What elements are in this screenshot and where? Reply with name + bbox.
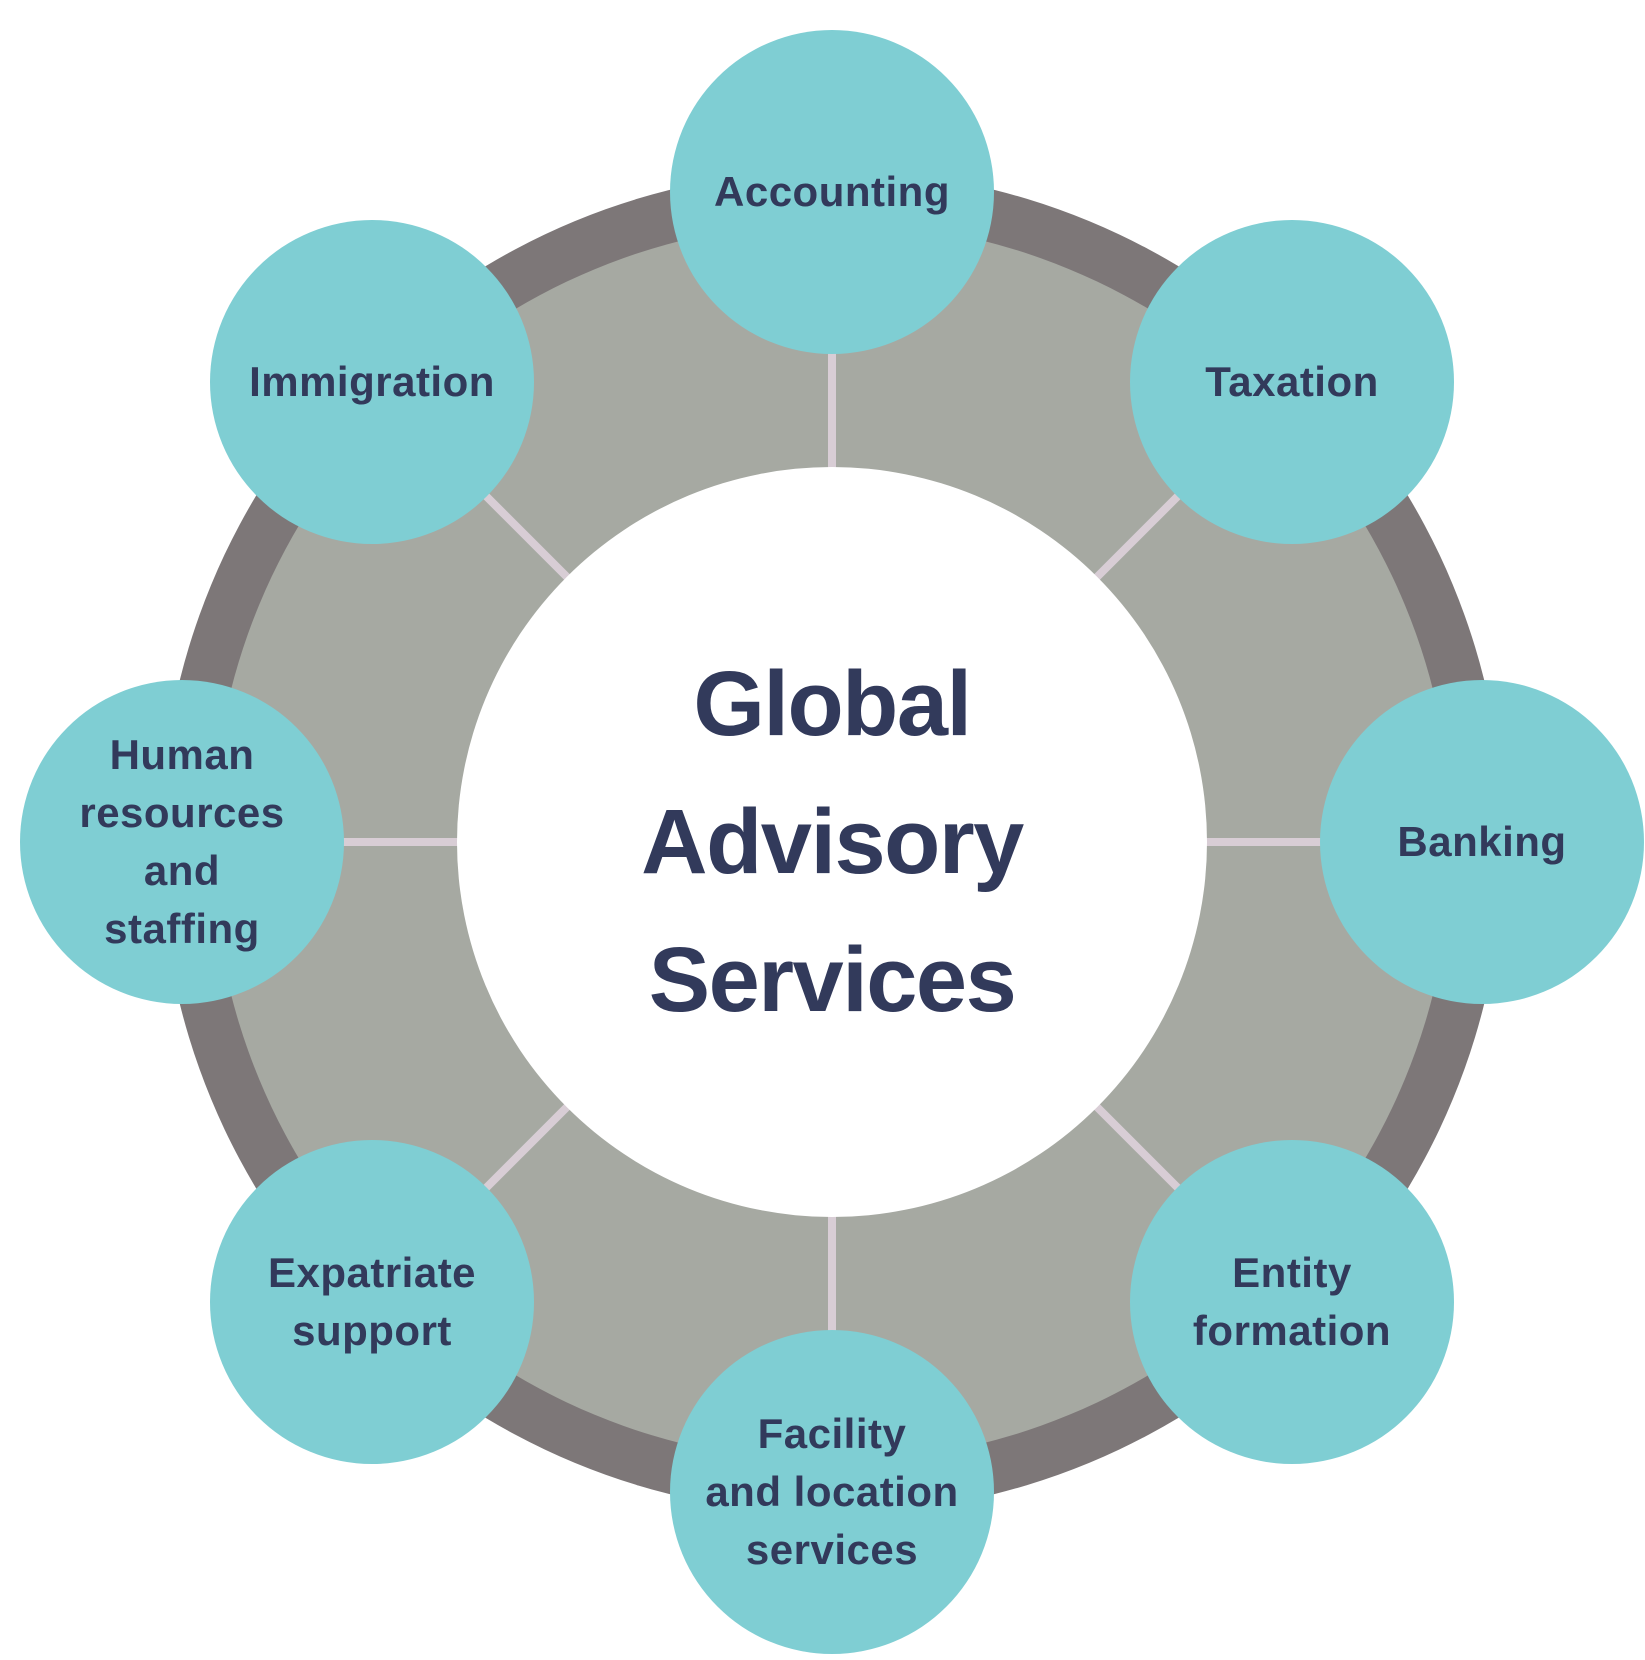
service-label-immigration: Immigration <box>249 358 495 406</box>
service-label-human-resources-and-staffing: Human resources and staffing <box>79 731 285 952</box>
service-circle-accounting: Accounting <box>670 30 994 354</box>
hub-title: Global Advisory Services <box>641 653 1024 1031</box>
service-circle-human-resources-and-staffing: Human resources and staffing <box>20 680 344 1004</box>
service-label-accounting: Accounting <box>714 168 950 216</box>
service-circle-immigration: Immigration <box>210 220 534 544</box>
service-label-taxation: Taxation <box>1205 358 1379 406</box>
service-circle-expatriate-support: Expatriate support <box>210 1140 534 1464</box>
service-circle-entity-formation: Entity formation <box>1130 1140 1454 1464</box>
service-label-banking: Banking <box>1397 818 1567 866</box>
hub-circle: Global Advisory Services <box>457 467 1207 1217</box>
service-circle-facility-and-location-services: Facility and location services <box>670 1330 994 1654</box>
service-label-entity-formation: Entity formation <box>1192 1249 1392 1354</box>
service-label-expatriate-support: Expatriate support <box>267 1249 477 1354</box>
service-circle-banking: Banking <box>1320 680 1644 1004</box>
service-circle-taxation: Taxation <box>1130 220 1454 544</box>
service-label-facility-and-location-services: Facility and location services <box>705 1410 959 1573</box>
